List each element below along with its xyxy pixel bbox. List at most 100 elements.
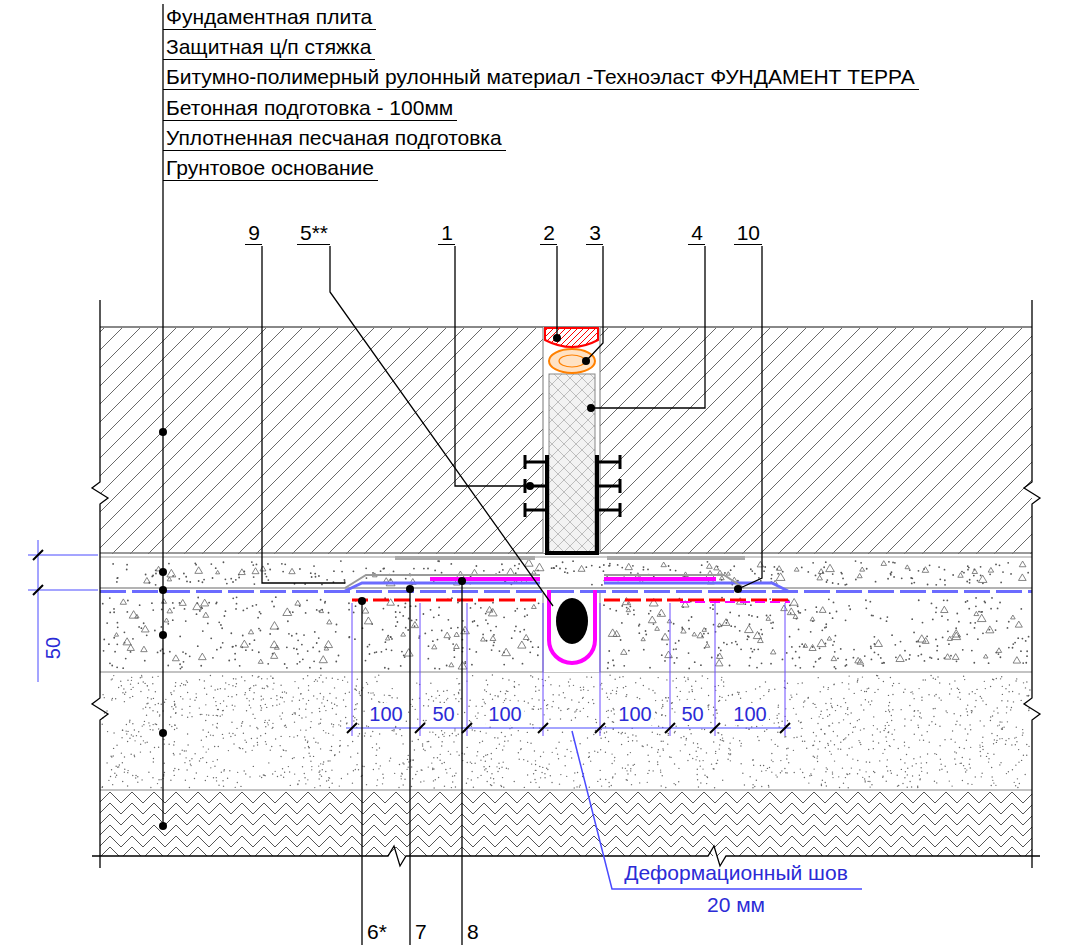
sand-texture <box>265 720 266 721</box>
sand-texture <box>145 707 146 708</box>
sand-texture <box>468 706 469 707</box>
sand-texture <box>894 729 895 730</box>
sand-texture <box>442 734 443 735</box>
sand-texture <box>740 745 741 746</box>
sand-texture <box>308 685 309 686</box>
sand-texture <box>473 786 474 787</box>
sand-texture <box>886 781 887 782</box>
sand-texture <box>112 784 113 785</box>
sand-texture <box>268 724 269 725</box>
sand-texture <box>677 696 678 697</box>
sand-texture <box>420 781 421 782</box>
sand-texture <box>760 765 761 766</box>
sand-texture <box>102 724 103 725</box>
sand-texture <box>365 732 366 733</box>
sand-texture <box>576 709 577 710</box>
sand-texture <box>1026 681 1027 682</box>
sand-texture <box>140 751 141 752</box>
sand-texture <box>538 690 539 691</box>
sand-texture <box>220 703 221 704</box>
sand-texture <box>551 752 552 753</box>
sand-texture <box>997 725 998 726</box>
sand-texture <box>560 710 561 711</box>
sand-texture <box>659 734 660 735</box>
sand-texture <box>697 769 698 770</box>
sand-texture <box>142 708 143 709</box>
sand-texture <box>933 708 934 709</box>
sand-texture <box>430 746 431 747</box>
sand-texture <box>112 678 113 679</box>
sand-texture <box>640 677 641 678</box>
sand-texture <box>786 755 787 756</box>
sand-texture <box>310 721 311 722</box>
sand-texture <box>917 724 918 725</box>
sand-texture <box>415 774 416 775</box>
sand-texture <box>129 697 130 698</box>
sand-texture <box>874 692 875 693</box>
sand-texture <box>505 698 506 699</box>
sand-texture <box>233 678 234 679</box>
sand-texture <box>245 773 246 774</box>
sand-texture <box>225 682 226 683</box>
sand-texture <box>508 768 509 769</box>
sand-texture <box>331 723 332 724</box>
sand-texture <box>344 676 345 677</box>
sand-texture <box>152 729 153 730</box>
sand-texture <box>851 746 852 747</box>
sand-texture <box>786 758 787 759</box>
sand-texture <box>181 683 182 684</box>
sand-texture <box>824 733 825 734</box>
sand-texture <box>837 748 838 749</box>
sand-texture <box>613 709 614 710</box>
sand-texture <box>341 778 342 779</box>
sand-texture <box>136 735 137 736</box>
sand-texture <box>1006 706 1007 707</box>
sand-texture <box>711 763 712 764</box>
sand-texture <box>485 732 486 733</box>
sand-texture <box>597 752 598 753</box>
sand-texture <box>150 729 151 730</box>
sand-texture <box>892 694 893 695</box>
sand-texture <box>435 697 436 698</box>
sand-texture <box>630 752 631 753</box>
sand-texture <box>939 745 940 746</box>
sand-texture <box>721 734 722 735</box>
sand-texture <box>158 779 159 780</box>
sand-texture <box>594 750 595 751</box>
sand-texture <box>657 677 658 678</box>
sand-texture <box>868 701 869 702</box>
sand-texture <box>305 729 306 730</box>
sand-texture <box>956 752 957 753</box>
sand-texture <box>833 731 834 732</box>
sand-texture <box>809 775 810 776</box>
sand-texture <box>1008 771 1009 772</box>
sand-texture <box>345 693 346 694</box>
sand-texture <box>838 722 839 723</box>
sand-texture <box>837 735 838 736</box>
sand-texture <box>520 749 521 750</box>
sand-texture <box>833 684 834 685</box>
sand-texture <box>533 773 534 774</box>
sand-texture <box>776 776 777 777</box>
sand-texture <box>810 773 811 774</box>
sand-texture <box>729 749 730 750</box>
sand-texture <box>435 734 436 735</box>
sand-texture <box>920 712 921 713</box>
sand-texture <box>431 696 432 697</box>
sand-texture <box>453 741 454 742</box>
sand-texture <box>1000 678 1001 679</box>
sand-texture <box>429 731 430 732</box>
sand-texture <box>611 753 612 754</box>
sand-texture <box>877 689 878 690</box>
sand-texture <box>855 726 856 727</box>
sand-texture <box>355 769 356 770</box>
sand-texture <box>470 761 471 762</box>
sand-texture <box>886 766 887 767</box>
sand-texture <box>838 776 839 777</box>
sand-texture <box>374 676 375 677</box>
sand-texture <box>550 775 551 776</box>
sand-texture <box>695 759 696 760</box>
sand-texture <box>1006 712 1007 713</box>
sand-texture <box>530 782 531 783</box>
sand-texture <box>662 775 663 776</box>
